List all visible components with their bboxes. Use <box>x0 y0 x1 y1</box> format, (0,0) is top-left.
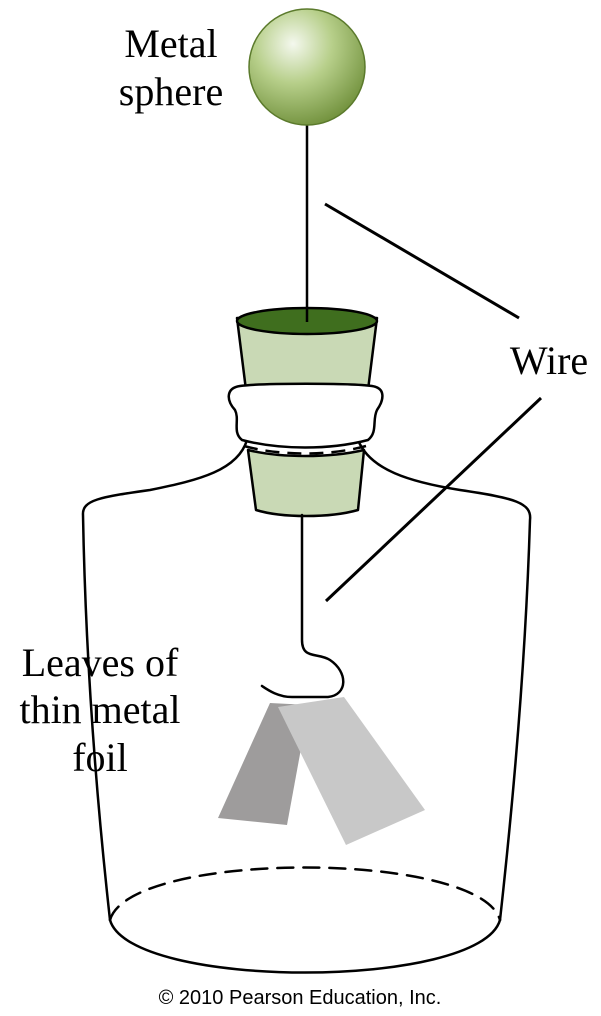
copyright-notice: © 2010 Pearson Education, Inc. <box>159 987 442 1009</box>
stopper-lower <box>246 448 366 518</box>
leaves-label-line3: foil <box>72 735 128 780</box>
foil-leaf-left <box>218 703 309 825</box>
flask-outline <box>81 438 532 922</box>
metal-sphere <box>248 8 366 126</box>
flask-neck-lip-back <box>243 444 367 455</box>
wire-pointer-upper <box>324 202 520 320</box>
flask-base-front <box>108 918 502 974</box>
metal-sphere-label-line1: Metal <box>124 21 217 66</box>
flask-base-back <box>108 866 502 922</box>
flask-neck-lip <box>227 382 384 449</box>
leaves-label-line1: Leaves of <box>22 640 179 685</box>
wire-pointer-lower <box>324 396 543 603</box>
leaves-label-line2: thin metal <box>19 687 180 732</box>
lower-wire <box>260 513 345 699</box>
metal-sphere-label-line2: sphere <box>119 69 223 114</box>
wire-label: Wire <box>510 338 588 383</box>
foil-leaf-right <box>278 697 425 845</box>
